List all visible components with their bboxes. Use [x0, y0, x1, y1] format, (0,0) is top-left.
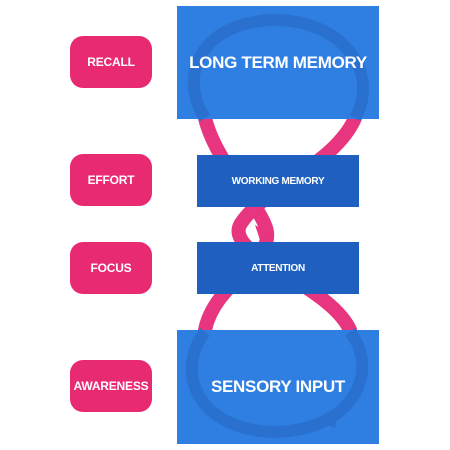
- ribbon-arrowhead: [255, 225, 272, 246]
- sensory-input-box: [177, 330, 379, 444]
- effort-label: EFFORT: [70, 154, 152, 206]
- long-term-memory-text: LONG TERM MEMORY: [189, 52, 367, 72]
- working-memory-text: WORKING MEMORY: [231, 175, 325, 187]
- sensory-input-loop: [185, 328, 369, 439]
- sensory-loop-arrowhead: [318, 405, 340, 428]
- working-memory-box: [197, 155, 359, 207]
- awareness-label: AWARENESS: [70, 360, 152, 412]
- figure-eight-ribbon-2: [231, 111, 362, 337]
- recall-label: RECALL: [70, 36, 152, 88]
- long-term-memory-loop: [187, 13, 369, 122]
- attention-box: [197, 242, 359, 294]
- sensory-input-text: SENSORY INPUT: [210, 377, 346, 396]
- focus-label: FOCUS: [70, 242, 152, 294]
- attention-text: ATTENTION: [251, 262, 305, 274]
